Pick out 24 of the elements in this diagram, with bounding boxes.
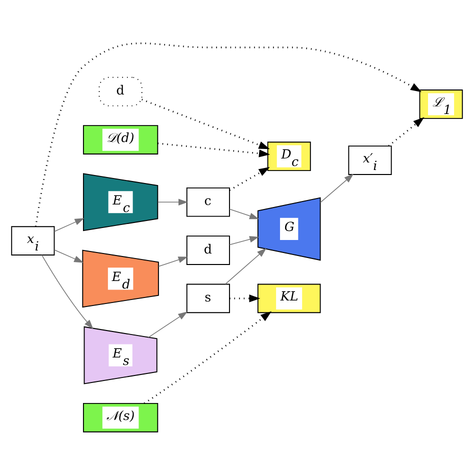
arrow	[41, 254, 94, 329]
node-box: d	[186, 235, 230, 264]
arrow	[34, 42, 422, 226]
arrow	[157, 198, 188, 205]
arrow	[225, 248, 266, 284]
node-box: d	[98, 76, 142, 106]
arrow	[229, 166, 270, 190]
arrow	[148, 311, 188, 338]
arrow	[388, 116, 424, 146]
arrow	[54, 218, 84, 232]
node-box: 𝒟(d)	[82, 124, 158, 154]
arrow	[158, 142, 270, 157]
arrow	[144, 310, 272, 404]
node-box: c	[186, 186, 230, 216]
arrow	[54, 248, 84, 262]
arrow	[320, 173, 354, 202]
node-box: 𝒩(s)	[82, 402, 158, 432]
arrow	[229, 208, 260, 219]
arrow	[230, 294, 260, 302]
node-box: KL	[257, 283, 321, 313]
arrow	[229, 236, 260, 245]
node-box: s	[186, 283, 230, 313]
arrow	[158, 256, 188, 266]
arrow	[142, 98, 270, 149]
